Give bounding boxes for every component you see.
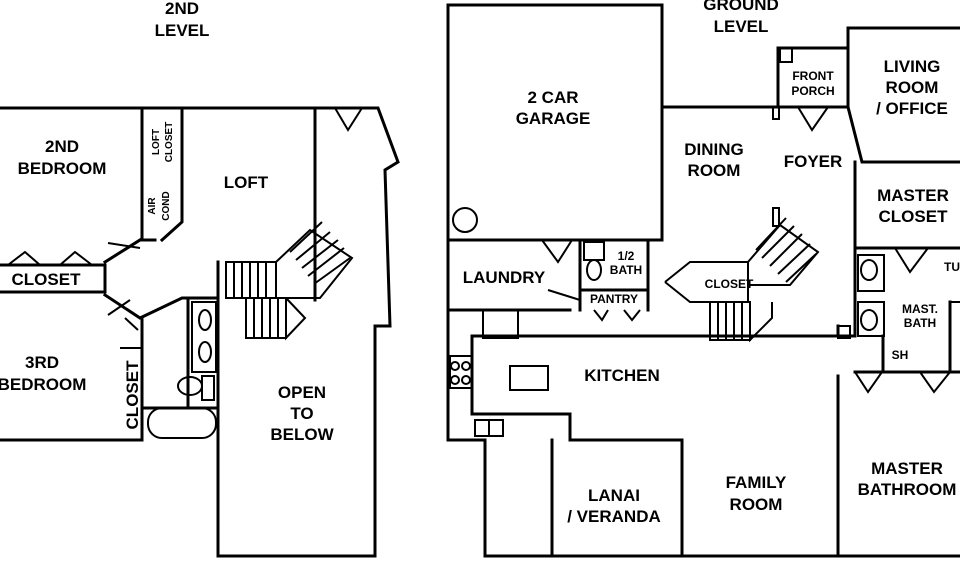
room-third-bedroom: 3RD BEDROOM: [0, 353, 86, 394]
room-mast-bath-line2: BATH: [904, 316, 936, 330]
room-master-closet: MASTER CLOSET: [877, 186, 949, 226]
second-level-label: 2ND LEVEL: [155, 0, 210, 40]
room-third-bedroom-line1: 3RD: [25, 353, 59, 372]
room-closet-ground: CLOSET: [705, 277, 754, 291]
second-level-walls: [0, 106, 400, 558]
room-air-cond-line2: COND: [161, 191, 172, 220]
room-lanai: LANAI / VERANDA: [567, 486, 661, 526]
second-level-label-line1: 2ND: [165, 0, 199, 18]
second-level-label-line2: LEVEL: [155, 21, 210, 40]
ground-level-label-line2: LEVEL: [714, 17, 769, 36]
room-air-cond-line1: AIR: [147, 197, 158, 215]
room-open-to-below-line2: TO: [290, 404, 313, 423]
room-loft-closet: LOFT CLOSET: [151, 122, 175, 163]
room-lanai-line2: / VERANDA: [567, 507, 661, 526]
room-second-bedroom-line1: 2ND: [45, 137, 79, 156]
room-master-bathroom: MASTER BATHROOM: [858, 459, 957, 499]
room-air-cond: AIR COND: [147, 191, 172, 220]
room-foyer: FOYER: [784, 152, 843, 171]
room-half-bath: 1/2 BATH: [610, 249, 642, 277]
room-second-bedroom-line2: BEDROOM: [18, 159, 107, 178]
room-tub: TU: [944, 260, 960, 274]
room-garage: 2 CAR GARAGE: [516, 88, 591, 128]
room-master-bathroom-line1: MASTER: [871, 459, 943, 478]
ground-level-label: GROUND LEVEL: [703, 0, 779, 36]
second-level-doors: [7, 107, 363, 349]
ground-level-walls: [446, 3, 960, 558]
room-half-bath-line2: BATH: [610, 263, 642, 277]
room-second-bedroom: 2ND BEDROOM: [18, 137, 107, 178]
ground-level-doors: [541, 47, 951, 394]
ground-level-fixtures: [449, 207, 960, 437]
room-loft-closet-line2: CLOSET: [164, 122, 175, 163]
room-garage-line2: GARAGE: [516, 109, 591, 128]
room-lanai-line1: LANAI: [588, 486, 640, 505]
room-dining: DINING ROOM: [684, 140, 744, 180]
room-closet-upper: CLOSET: [12, 270, 82, 289]
room-shower: SH: [892, 348, 909, 362]
room-master-bathroom-line2: BATHROOM: [858, 480, 957, 499]
room-third-bedroom-line2: BEDROOM: [0, 375, 86, 394]
room-open-to-below-line1: OPEN: [278, 383, 326, 402]
room-laundry: LAUNDRY: [463, 268, 546, 287]
room-open-to-below-line3: BELOW: [270, 425, 334, 444]
second-level-stairs: [225, 221, 354, 341]
room-loft: LOFT: [224, 173, 269, 192]
room-half-bath-line1: 1/2: [618, 249, 635, 263]
room-master-closet-line1: MASTER: [877, 186, 949, 205]
room-living-office: LIVING ROOM / OFFICE: [876, 57, 948, 118]
ground-level-stairs: [664, 217, 820, 343]
room-kitchen: KITCHEN: [584, 366, 660, 385]
room-dining-line1: DINING: [684, 140, 744, 159]
room-family-line2: ROOM: [730, 495, 783, 514]
room-pantry: PANTRY: [590, 292, 638, 306]
room-living-office-line2: ROOM: [886, 78, 939, 97]
room-front-porch-line2: PORCH: [791, 84, 834, 98]
second-level-fixtures: [147, 301, 217, 439]
room-front-porch: FRONT PORCH: [791, 69, 834, 98]
room-dining-line2: ROOM: [688, 161, 741, 180]
room-mast-bath: MAST. BATH: [902, 302, 938, 330]
room-living-office-line3: / OFFICE: [876, 99, 948, 118]
ground-level-label-line1: GROUND: [703, 0, 779, 14]
room-loft-closet-line1: LOFT: [151, 129, 162, 155]
room-closet-vertical: CLOSET: [123, 360, 142, 430]
room-front-porch-line1: FRONT: [792, 69, 834, 83]
room-family: FAMILY ROOM: [726, 473, 787, 514]
room-living-office-line1: LIVING: [884, 57, 941, 76]
room-master-closet-line2: CLOSET: [879, 207, 949, 226]
room-garage-line1: 2 CAR: [527, 88, 578, 107]
room-open-to-below: OPEN TO BELOW: [270, 383, 334, 444]
room-family-line1: FAMILY: [726, 473, 787, 492]
room-mast-bath-line1: MAST.: [902, 302, 938, 316]
